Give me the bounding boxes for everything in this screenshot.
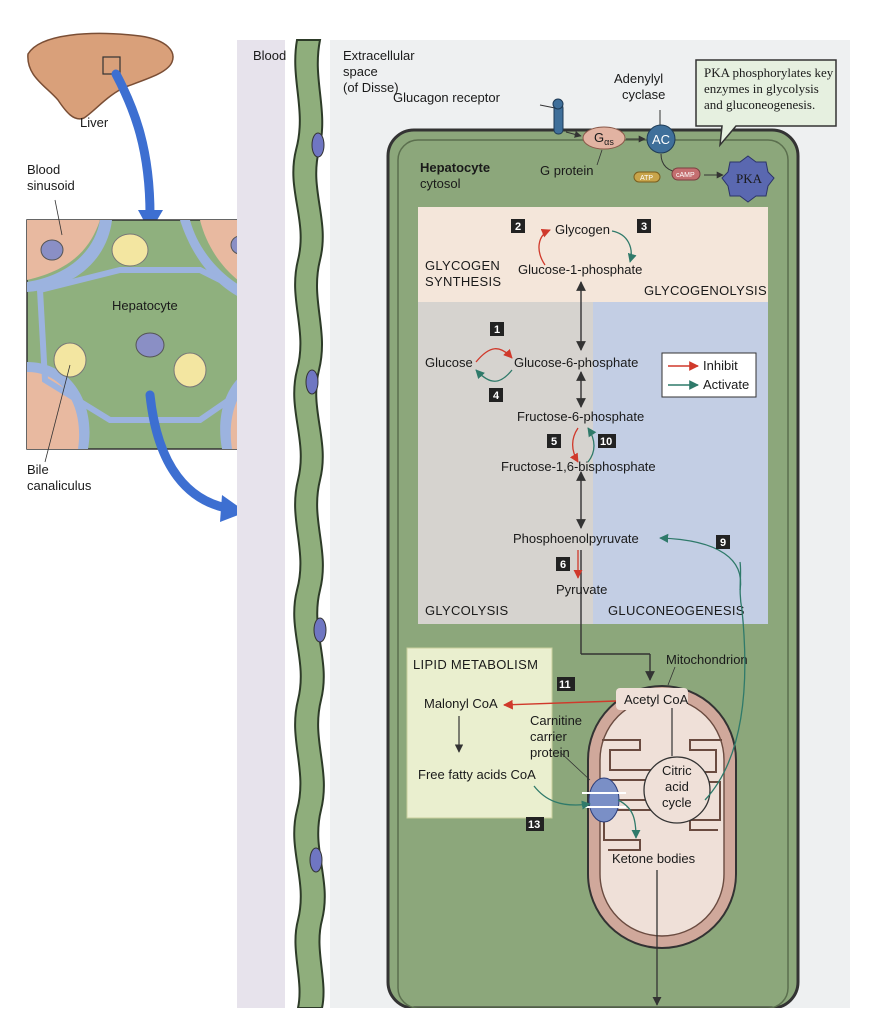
g6p-label: Glucose-6-phosphate <box>514 355 638 370</box>
step-13-label: 13 <box>528 819 540 831</box>
ketone-label: Ketone bodies <box>612 851 696 866</box>
step-1-label: 1 <box>494 324 500 336</box>
pep-label: Phosphoenolpyruvate <box>513 531 639 546</box>
step-11-label: 11 <box>559 679 571 691</box>
step-6-label: 6 <box>560 559 566 571</box>
atp-label: ATP <box>640 175 653 182</box>
camp-label: cAMP <box>676 172 695 179</box>
cytosol-title: Hepatocyte <box>420 160 490 175</box>
mito-title: Mitochondrion <box>666 652 748 667</box>
step-10-label: 10 <box>600 436 612 448</box>
pka-label: PKA <box>736 171 763 186</box>
lipid-title: LIPID METABOLISM <box>413 657 538 672</box>
g1p-label: Glucose-1-phosphate <box>518 262 642 277</box>
glucagon-receptor-label: Glucagon receptor <box>393 90 501 105</box>
zoom-arrow-top <box>116 74 150 215</box>
ac-label: AC <box>652 132 670 147</box>
malonyl-label: Malonyl CoA <box>424 696 498 711</box>
glycogen-label: Glycogen <box>555 222 610 237</box>
g-protein-label: G protein <box>540 163 593 178</box>
f6p-label: Fructose-6-phosphate <box>517 409 644 424</box>
step-4-label: 4 <box>493 390 500 402</box>
liver-shape <box>28 33 173 118</box>
pyruvate-label: Pyruvate <box>556 582 607 597</box>
gluconeogenesis-label: GLUCONEOGENESIS <box>608 603 745 618</box>
glycogenolysis-label: GLYCOGENOLYSIS <box>644 283 767 298</box>
acetyl-label: Acetyl CoA <box>624 692 689 707</box>
f16bp-label: Fructose-1,6-bisphosphate <box>501 459 656 474</box>
step-2-label: 2 <box>515 221 521 233</box>
step-3-label: 3 <box>641 221 647 233</box>
legend: Inhibit Activate <box>662 353 756 397</box>
legend-inhibit: Inhibit <box>703 358 738 373</box>
step-5-label: 5 <box>551 436 557 448</box>
inset-hepatocyte-label: Hepatocyte <box>112 298 178 313</box>
legend-activate: Activate <box>703 377 749 392</box>
glucose-label: Glucose <box>425 355 473 370</box>
blood-region <box>237 40 285 1008</box>
cytosol-subtitle: cytosol <box>420 176 461 191</box>
step-9-label: 9 <box>720 537 726 549</box>
glycolysis-label: GLYCOLYSIS <box>425 603 508 618</box>
ffa-label: Free fatty acids CoA <box>418 767 536 782</box>
blood-label: Blood <box>253 48 286 63</box>
liver-label: Liver <box>80 115 109 130</box>
